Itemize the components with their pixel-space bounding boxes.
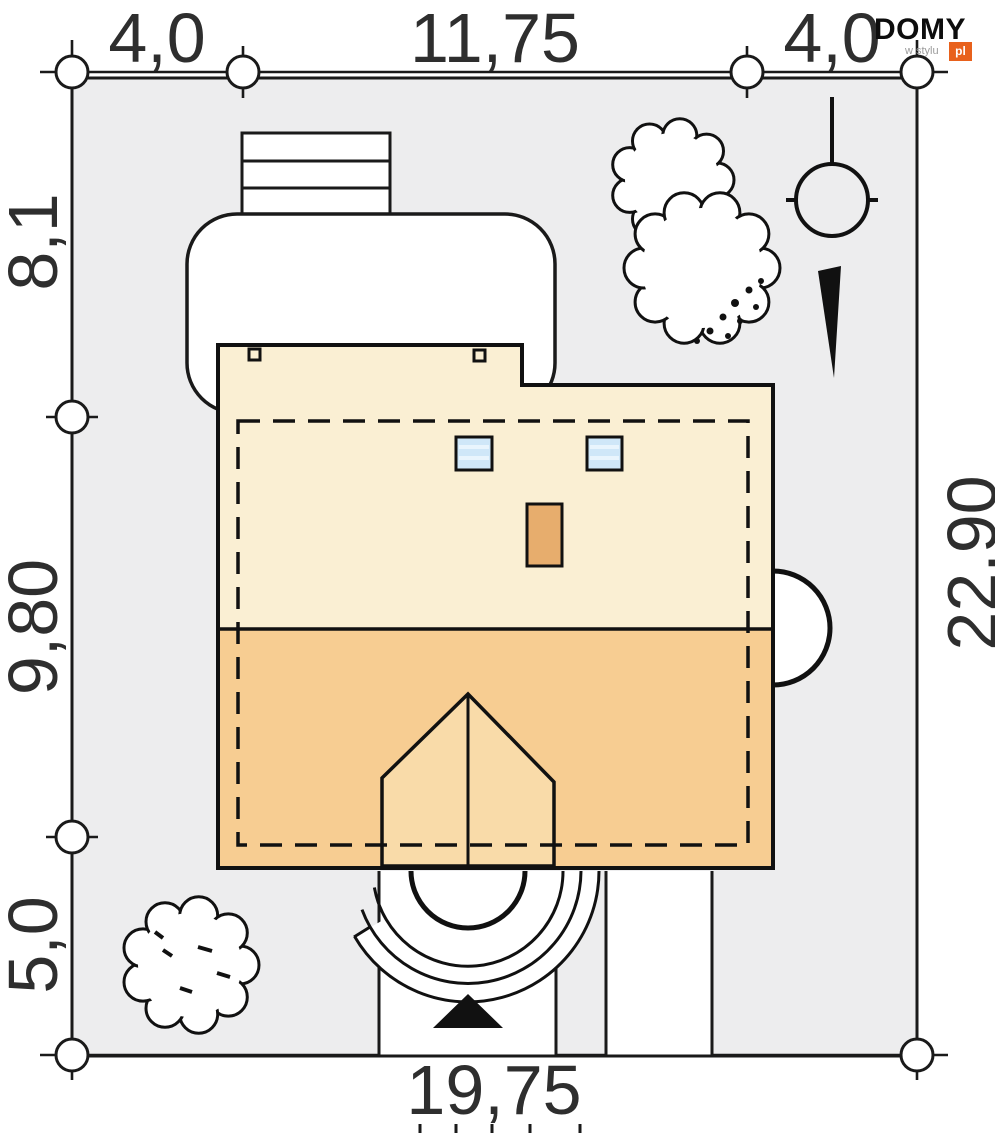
dim-label-left-middle: 9,80 <box>0 558 72 696</box>
entrance-door-arc <box>408 870 528 931</box>
cropped-dimension-ticks <box>418 1124 582 1133</box>
roof-vent-2 <box>472 348 487 363</box>
dimension-marker-circle <box>54 399 90 435</box>
north-arrow-icon <box>786 97 878 378</box>
brand-logo-tagline: w stylu <box>905 45 939 57</box>
brand-logo-domain: pl <box>949 42 972 61</box>
brand-logo[interactable]: DOMY w stylu pl <box>874 13 994 61</box>
dimension-marker-circle <box>899 1037 935 1073</box>
dimension-marker-circle <box>54 54 90 90</box>
dimension-marker-circle <box>899 54 935 90</box>
building-footprint-dashed <box>236 419 750 847</box>
roof-outline <box>216 343 775 870</box>
house <box>216 343 833 870</box>
dimension-marker-circle <box>225 54 261 90</box>
driveway <box>604 871 714 1055</box>
garden-steps <box>240 131 392 218</box>
dimension-marker-circle <box>54 819 90 855</box>
brand-logo-name: DOMY <box>874 13 966 46</box>
dim-label-left-lower: 5,0 <box>0 896 72 994</box>
tree-bottom-left <box>122 895 261 1035</box>
path-end-cap <box>353 925 371 939</box>
tree-texture-marks <box>153 930 231 994</box>
entrance-arrow <box>433 994 503 1028</box>
tree-right <box>622 191 782 345</box>
roof-upper-slope <box>218 345 773 629</box>
entrance-steps <box>353 870 601 1004</box>
dimension-markers <box>54 54 935 1073</box>
skylight-window-1 <box>454 435 494 472</box>
dim-label-top-right: 4,0 <box>783 0 881 77</box>
plot-boundary <box>70 76 919 1058</box>
side-bay-arc <box>772 568 833 688</box>
dimension-marker-circle <box>729 54 765 90</box>
chimney <box>525 502 564 568</box>
tree-texture-dots <box>694 278 764 344</box>
dim-label-right: 22,90 <box>933 475 995 651</box>
skylight-window-2 <box>585 435 624 472</box>
dim-label-bottom: 19,75 <box>406 1051 582 1129</box>
dim-label-top-left: 4,0 <box>108 0 206 77</box>
dimension-marker-circle <box>54 1037 90 1073</box>
dim-label-top-middle: 11,75 <box>410 0 580 77</box>
dim-label-left-upper: 8,1 <box>0 193 72 291</box>
roof-vent-1 <box>247 347 262 362</box>
